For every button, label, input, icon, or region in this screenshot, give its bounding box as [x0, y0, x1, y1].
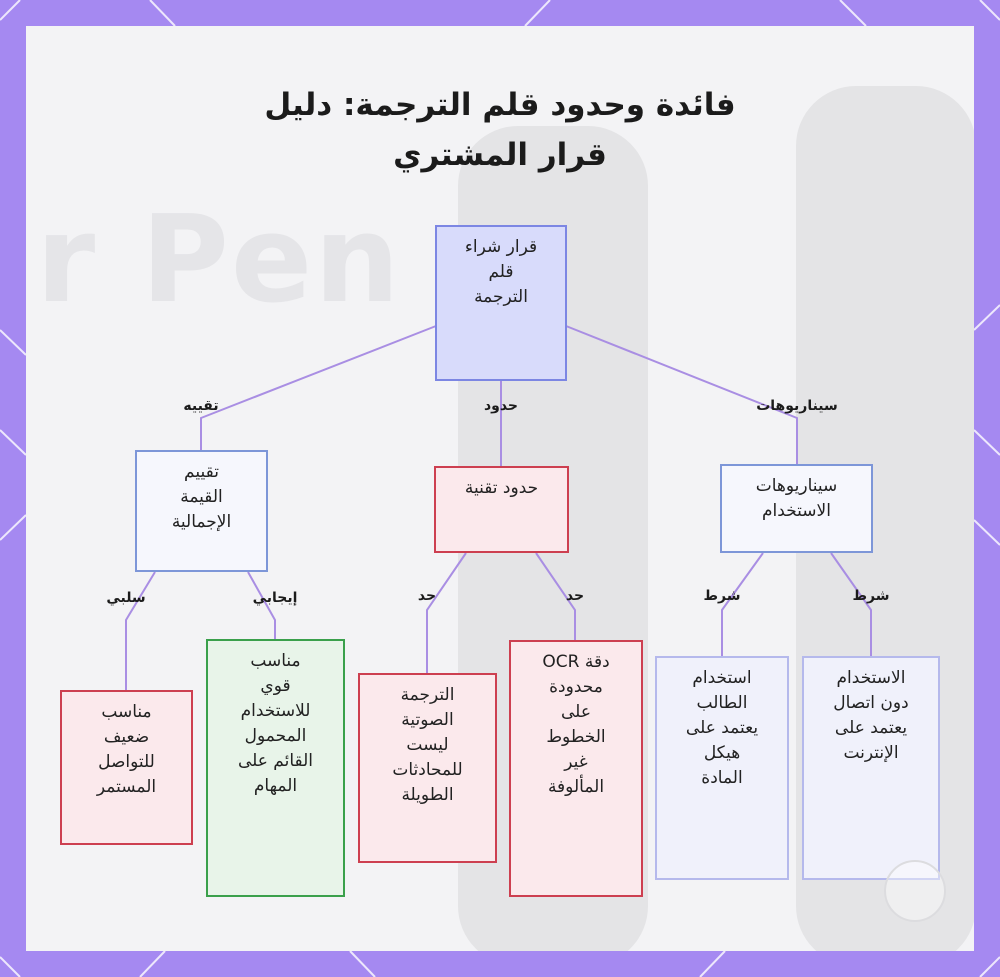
node-overall-evaluation: تقييم القيمة الإجمالية: [135, 450, 268, 572]
edge-scen-offline: [830, 552, 872, 656]
node-ocr-limit: دقة OCR محدودة على الخطوط غير المألوفة: [509, 640, 643, 897]
node-overall-evaluation-text: تقييم القيمة الإجمالية: [171, 462, 232, 532]
node-strong-fit: مناسب قوي للاستخدام المحمول القائم على ا…: [206, 639, 345, 897]
edge-label-limits: حدود: [483, 398, 519, 414]
diagram-title: فائدة وحدود قلم الترجمة: دليل قرار المشت…: [264, 87, 736, 173]
node-weak-fit-text: مناسب ضعيف للتواصل المستمر: [96, 702, 157, 797]
edge-label-limit-b: حد: [565, 588, 585, 604]
edge-root-scenarios: [565, 325, 798, 464]
edge-label-evaluation: تقييه: [183, 398, 219, 414]
node-offline-use-text: الاستخدام دون اتصال يعتمد على الإنترنت: [833, 668, 909, 763]
node-weak-fit: مناسب ضعيف للتواصل المستمر: [60, 690, 193, 845]
node-voice-limit-text: الترجمة الصوتية ليست للمحادثات الطويلة: [392, 685, 463, 805]
background-watermark: r Pen: [36, 191, 402, 330]
edge-label-scenarios: سيناريوهات: [756, 398, 838, 414]
node-usage-scenarios: سيناريوهات الاستخدام: [720, 464, 873, 553]
edge-limits-voice: [426, 552, 467, 673]
edge-label-negative: سلبي: [106, 590, 146, 606]
node-strong-fit-text: مناسب قوي للاستخدام المحمول القائم على ا…: [237, 651, 314, 796]
node-usage-scenarios-text: سيناريوهات الاستخدام: [755, 476, 838, 521]
node-voice-limit: الترجمة الصوتية ليست للمحادثات الطويلة: [358, 673, 497, 863]
node-technical-limits-text: حدود تقنية: [464, 478, 539, 498]
edge-eval-positive: [247, 571, 276, 639]
node-purchase-decision-text: قرار شراء قلم الترجمة: [464, 237, 538, 307]
node-student-use: استخدام الطالب يعتمد على هيكل المادة: [655, 656, 789, 880]
node-purchase-decision: قرار شراء قلم الترجمة: [435, 225, 567, 381]
edge-label-positive: إيجابي: [252, 590, 298, 606]
edge-scen-student: [721, 552, 764, 656]
edge-limits-ocr: [535, 552, 576, 640]
node-offline-use: الاستخدام دون اتصال يعتمد على الإنترنت: [802, 656, 940, 880]
node-ocr-limit-text: دقة OCR محدودة على الخطوط غير المألوفة: [542, 652, 610, 797]
node-technical-limits: حدود تقنية: [434, 466, 569, 553]
brand-logo: [884, 860, 946, 922]
edge-eval-negative: [125, 571, 156, 690]
edge-root-evaluation: [200, 325, 437, 450]
edge-label-condition-b: شرط: [852, 588, 890, 604]
edge-label-condition-a: شرط: [703, 588, 741, 604]
edge-label-limit-a: حد: [417, 588, 437, 604]
node-student-use-text: استخدام الطالب يعتمد على هيكل المادة: [685, 668, 759, 788]
